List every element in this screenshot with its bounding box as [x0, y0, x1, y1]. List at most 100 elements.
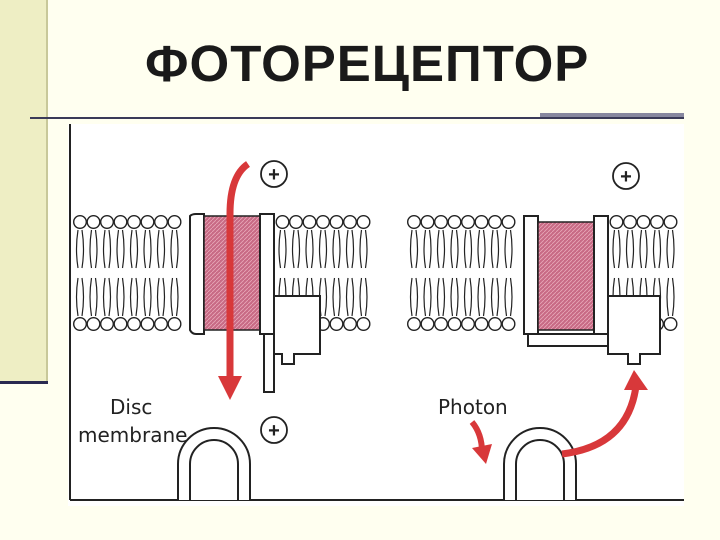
- lipid-tail: [359, 277, 368, 317]
- lipid-tail: [156, 229, 166, 269]
- lipid-head: [343, 214, 358, 229]
- lipid-tail: [612, 229, 621, 269]
- lipid-tail: [477, 229, 486, 269]
- lipid-tail: [345, 229, 355, 269]
- lipid-head: [434, 316, 449, 331]
- lipid-tail: [423, 277, 432, 317]
- lipid-tail: [129, 277, 139, 317]
- lipid-head: [650, 214, 665, 229]
- lipid-tail: [463, 229, 473, 269]
- lipid-head: [127, 214, 142, 229]
- photoreceptor-diagram: + + Disc membrane + Photon: [68, 124, 684, 506]
- slide-title: ФОТОРЕЦЕПТОР: [145, 35, 590, 92]
- lipid-head: [100, 214, 115, 229]
- lipid-tail: [143, 277, 152, 317]
- lipid-tail: [75, 277, 85, 317]
- ion-flow-arrow: [218, 161, 251, 400]
- activation-arrow: [561, 370, 648, 458]
- lipid-head: [447, 214, 462, 229]
- lipid-head: [302, 214, 317, 229]
- title-rule: [30, 117, 684, 119]
- lipid-tail: [409, 229, 419, 269]
- lipid-head: [434, 214, 449, 229]
- lipid-tail: [490, 277, 500, 317]
- lipid-tail: [639, 229, 648, 269]
- lipid-head: [113, 214, 128, 229]
- arch-structure-right: [503, 427, 577, 500]
- lipid-tail: [652, 229, 662, 269]
- lipid-head: [100, 316, 115, 331]
- lipid-tail: [332, 277, 341, 317]
- lipid-tail: [450, 229, 459, 269]
- lipid-tail: [504, 277, 513, 317]
- lipid-head: [501, 214, 516, 229]
- lipid-tail: [291, 229, 301, 269]
- lipid-head: [356, 214, 371, 229]
- lipid-tail: [666, 229, 675, 269]
- lipid-head: [343, 316, 358, 331]
- lipid-head: [329, 316, 344, 331]
- lipid-head: [167, 316, 182, 331]
- svg-text:+: +: [268, 164, 280, 186]
- plus-circle-icon: +: [260, 416, 288, 444]
- lipid-tail: [89, 277, 98, 317]
- lipid-head: [623, 214, 638, 229]
- lipid-head: [153, 214, 168, 229]
- lipid-tail: [102, 277, 112, 317]
- lipid-head: [153, 316, 168, 331]
- lipid-head: [663, 316, 678, 331]
- lipid-head: [407, 214, 422, 229]
- lipid-head: [127, 316, 142, 331]
- lipid-tail: [89, 229, 98, 269]
- lipid-head: [461, 214, 476, 229]
- lipid-tail: [156, 277, 166, 317]
- svg-text:+: +: [620, 166, 632, 188]
- lipid-head: [488, 214, 503, 229]
- lipid-head: [275, 214, 290, 229]
- svg-text:+: +: [268, 420, 280, 442]
- channel-closed: [523, 215, 661, 365]
- lipid-head: [474, 214, 489, 229]
- lipid-head: [329, 214, 344, 229]
- lipid-head: [86, 316, 101, 331]
- lipid-tail: [504, 229, 513, 269]
- lipid-tail: [102, 229, 112, 269]
- lipid-tail: [332, 229, 341, 269]
- slide-sidebar-decoration: [0, 0, 48, 382]
- lipid-head: [501, 316, 516, 331]
- lipid-tail: [129, 229, 139, 269]
- sidebar-bottom-rule: [0, 381, 48, 384]
- lipid-tail: [170, 277, 179, 317]
- lipid-tail: [423, 229, 432, 269]
- photon-arrow: [469, 420, 492, 464]
- lipid-tail: [143, 229, 152, 269]
- lipid-bilayer-left: [72, 214, 371, 331]
- lipid-head: [636, 214, 651, 229]
- lipid-head: [407, 316, 422, 331]
- lipid-tail: [463, 277, 473, 317]
- lipid-head: [488, 316, 503, 331]
- lipid-head: [288, 214, 303, 229]
- lipid-tail: [490, 229, 500, 269]
- lipid-tail: [359, 229, 368, 269]
- lipid-head: [315, 214, 330, 229]
- photon-label: Photon: [438, 395, 508, 419]
- arch-structure-left: [177, 427, 251, 500]
- lipid-tail: [278, 229, 287, 269]
- lipid-head: [140, 214, 155, 229]
- plus-circle-icon: +: [260, 160, 288, 188]
- lipid-tail: [318, 229, 328, 269]
- lipid-head: [420, 316, 435, 331]
- lipid-tail: [436, 277, 446, 317]
- lipid-tail: [450, 277, 459, 317]
- lipid-head: [72, 316, 88, 331]
- lipid-head: [474, 316, 489, 331]
- lipid-tail: [116, 277, 125, 317]
- lipid-tail: [345, 277, 355, 317]
- lipid-head: [356, 316, 371, 331]
- lipid-tail: [75, 229, 85, 269]
- lipid-tail: [305, 229, 314, 269]
- lipid-head: [86, 214, 101, 229]
- disc-label-line2: membrane: [78, 423, 187, 447]
- disc-label-line1: Disc: [110, 395, 152, 419]
